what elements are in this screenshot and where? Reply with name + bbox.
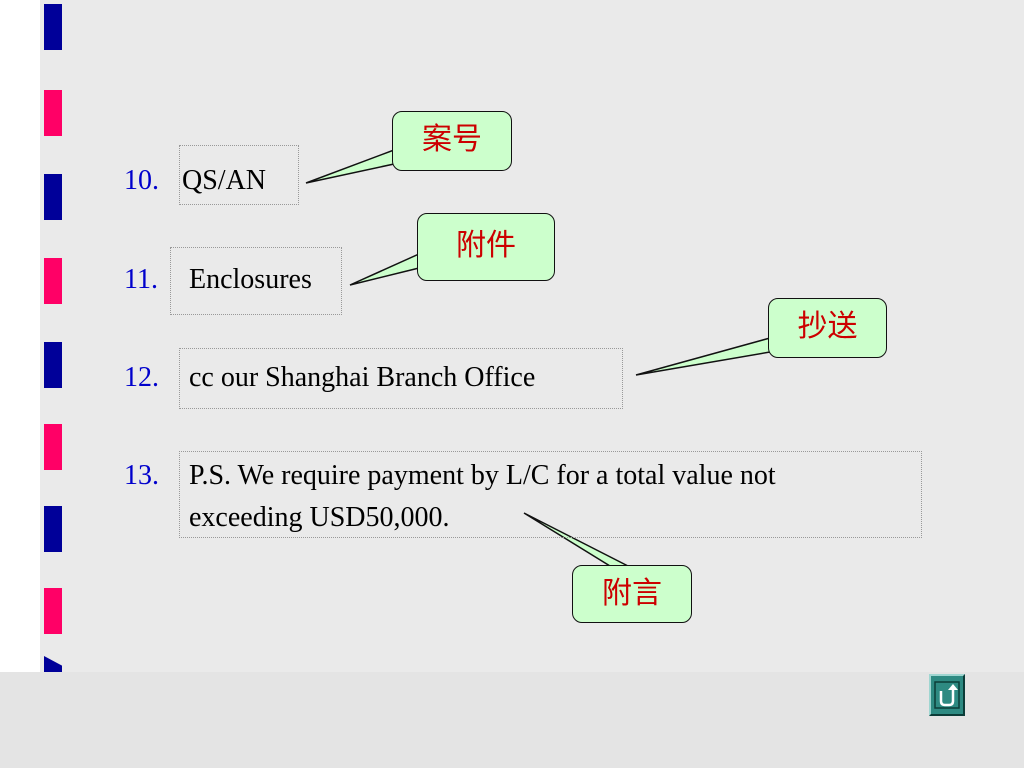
border-stripe-pink bbox=[44, 588, 62, 634]
item-number: 10. bbox=[124, 165, 159, 196]
item-text-ps-line2: exceeding USD50,000. bbox=[189, 502, 450, 533]
item-box-case-number bbox=[179, 145, 299, 205]
item-text-case-number: QS/AN bbox=[182, 165, 267, 196]
item-number: 11. bbox=[124, 264, 158, 295]
item-number: 13. bbox=[124, 460, 159, 491]
item-box-cc bbox=[179, 348, 623, 409]
border-stripe-blue bbox=[44, 506, 62, 552]
border-stripe-pink bbox=[44, 424, 62, 470]
bottom-bar bbox=[0, 672, 1024, 768]
callout-pointer-case-number bbox=[305, 148, 395, 184]
callout-pointer-cc bbox=[635, 337, 771, 376]
border-stripe-pink bbox=[44, 258, 62, 304]
item-text-cc: cc our Shanghai Branch Office bbox=[189, 362, 536, 393]
callout-cc: 抄送 bbox=[768, 298, 887, 358]
left-border-strip bbox=[0, 0, 40, 672]
item-box-ps bbox=[179, 451, 922, 538]
item-text-enclosures: Enclosures bbox=[189, 264, 312, 295]
border-stripe-blue bbox=[44, 174, 62, 220]
item-text-ps-line1: P.S. We require payment by L/C for a tot… bbox=[189, 460, 776, 491]
return-arrow-icon bbox=[934, 681, 960, 709]
callout-ps: 附言 bbox=[572, 565, 692, 623]
return-button[interactable] bbox=[929, 674, 965, 716]
border-stripe-blue bbox=[44, 4, 62, 50]
border-stripe-pink bbox=[44, 90, 62, 136]
item-number: 12. bbox=[124, 362, 159, 393]
callout-enclosures: 附件 bbox=[417, 213, 555, 281]
item-box-enclosures bbox=[170, 247, 342, 315]
callout-case-number: 案号 bbox=[392, 111, 512, 171]
callout-pointer-enclosures bbox=[349, 252, 420, 286]
border-stripe-blue bbox=[44, 342, 62, 388]
